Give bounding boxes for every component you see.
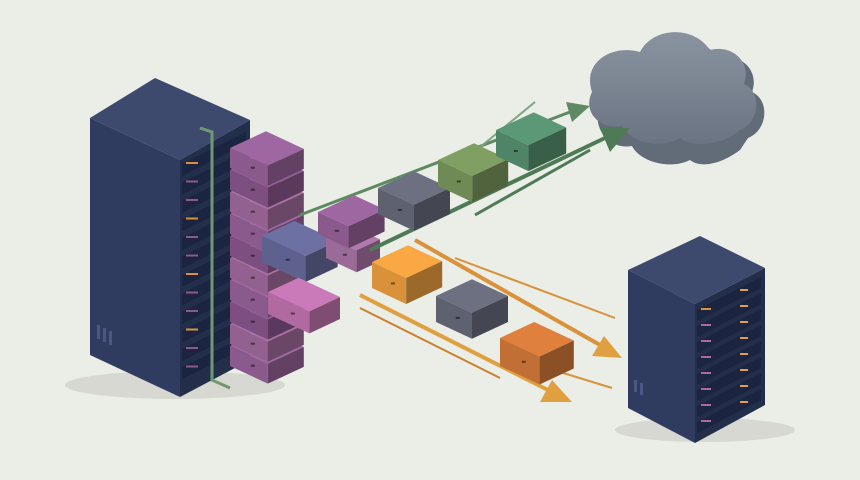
stacked-drive [230,131,304,186]
source-server-drive-bays [182,132,246,380]
target-server-drive-bays [697,277,761,433]
target-drive-bay [697,373,761,417]
orange-arrow-upper [414,238,622,358]
moving-drive-orange [372,245,443,304]
target-drive-bay [697,357,761,401]
moving-drive-purple [318,195,385,249]
target-drive-bay [697,277,761,321]
green-streak-2 [474,148,591,217]
source-drive-bay [182,224,246,269]
target-drive-bay [697,341,761,385]
purple-drive-stack [230,131,380,384]
moving-drive-slate-2 [436,279,508,339]
moving-drive-copper [500,322,574,385]
source-drive-bay [182,132,246,176]
target-drive-bay [697,325,761,369]
orange-streak-2 [359,307,501,379]
orange-streak-3 [559,371,613,389]
cloud-icon [589,32,765,165]
target-drive-bay [697,309,761,353]
stacked-drive-pink [268,277,340,334]
moving-drive-teal [496,112,567,172]
moving-drive-slate [378,171,450,231]
transfer-arrows [359,238,622,402]
orange-streak-1 [454,257,616,319]
target-drive-bay [697,389,761,433]
moving-drive-olive [438,143,509,202]
target-server-rack-icon [628,236,765,443]
target-drive-bay [697,293,761,337]
orange-arrow-lower [359,293,572,402]
source-server-rack-icon [90,78,250,397]
moving-drives [318,112,574,385]
